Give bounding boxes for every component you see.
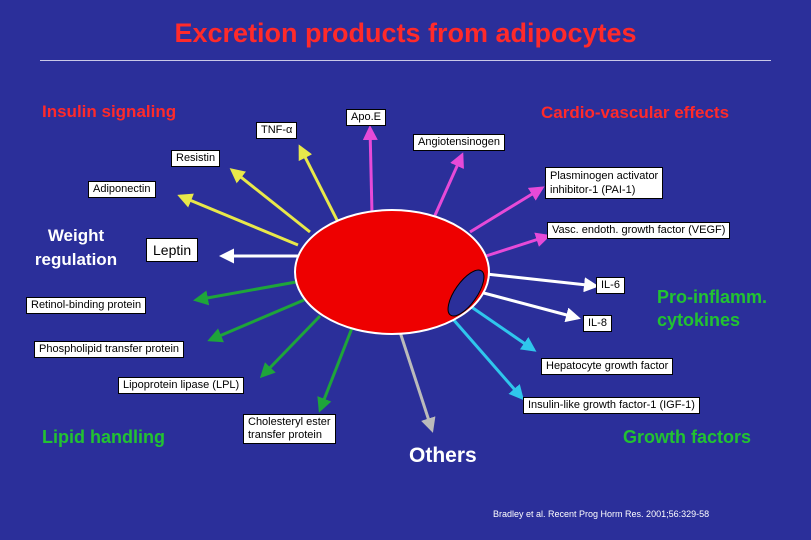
adipocyte-cell — [294, 209, 490, 335]
label-pai1-line1: Plasminogen activator — [550, 170, 659, 182]
adipocyte-nucleus — [447, 269, 485, 317]
label-leptin: Leptin — [146, 238, 199, 262]
label-resistin: Resistin — [171, 150, 221, 167]
arrow-igf1 — [450, 317, 524, 401]
arrow-tnf-alpha — [298, 144, 340, 223]
group-others: Others — [409, 444, 477, 467]
label-il8: IL-8 — [583, 315, 612, 332]
arrow-phospholipid-transfer-protein — [207, 298, 305, 343]
group-pro-inflammatory-line1: Pro-inflamm. — [657, 287, 768, 307]
label-retinol-binding-protein: Retinol-binding protein — [26, 297, 147, 314]
label-angiotensinogen: Angiotensinogen — [413, 134, 505, 151]
group-cardiovascular-effects: Cardio-vascular effects — [541, 103, 730, 122]
group-lipid-handling: Lipid handling — [42, 427, 165, 447]
arrow-lpl — [259, 314, 322, 379]
group-insulin-signaling: Insulin signaling — [42, 102, 177, 121]
label-adiponectin: Adiponectin — [88, 181, 156, 198]
group-weight-regulation: Weight regulation — [26, 224, 126, 272]
label-il6: IL-6 — [596, 277, 625, 294]
arrow-hepatocyte-growth-factor — [469, 304, 537, 352]
label-pai1-line2: inhibitor-1 (PAI-1) — [550, 184, 636, 196]
label-phospholipid-transfer-protein: Phospholipid transfer protein — [34, 341, 185, 358]
slide-title: Excretion products from adipocytes — [174, 18, 637, 48]
label-cetp-line1: Cholesteryl ester — [248, 416, 331, 428]
arrow-il6 — [485, 272, 599, 293]
arrow-vegf — [485, 232, 551, 258]
label-tnf-alpha: TNF-α — [256, 122, 298, 139]
label-cetp-line2: transfer protein — [248, 429, 322, 441]
group-weight-regulation-line2: regulation — [34, 250, 118, 269]
label-apo-e: Apo.E — [346, 109, 386, 126]
group-pro-inflammatory: Pro-inflamm. cytokines — [657, 286, 767, 332]
arrow-retinol-binding-protein — [193, 280, 297, 306]
label-lpl: Lipoprotein lipase (LPL) — [118, 377, 245, 394]
group-weight-regulation-line1: Weight — [47, 226, 105, 245]
citation: Bradley et al. Recent Prog Horm Res. 200… — [493, 509, 710, 519]
label-vegf: Vasc. endoth. growth factor (VEGF) — [547, 222, 731, 239]
arrow-il8 — [479, 290, 581, 323]
arrow-apo-e — [362, 125, 378, 215]
title-divider — [40, 60, 771, 61]
arrow-pai1 — [469, 186, 545, 234]
arrow-angiotensinogen — [430, 152, 464, 223]
label-pai1: Plasminogen activator inhibitor-1 (PAI-1… — [545, 167, 664, 199]
arrow-others — [398, 331, 436, 433]
label-igf1: Insulin-like growth factor-1 (IGF-1) — [523, 397, 700, 414]
label-hepatocyte-growth-factor: Hepatocyte growth factor — [541, 358, 674, 375]
arrow-adiponectin — [177, 193, 299, 247]
arrow-resistin — [229, 168, 311, 234]
label-cetp: Cholesteryl ester transfer protein — [243, 414, 336, 444]
group-growth-factors: Growth factors — [623, 427, 752, 447]
group-pro-inflammatory-line2: cytokines — [657, 310, 741, 330]
arrow-cetp — [317, 327, 354, 413]
